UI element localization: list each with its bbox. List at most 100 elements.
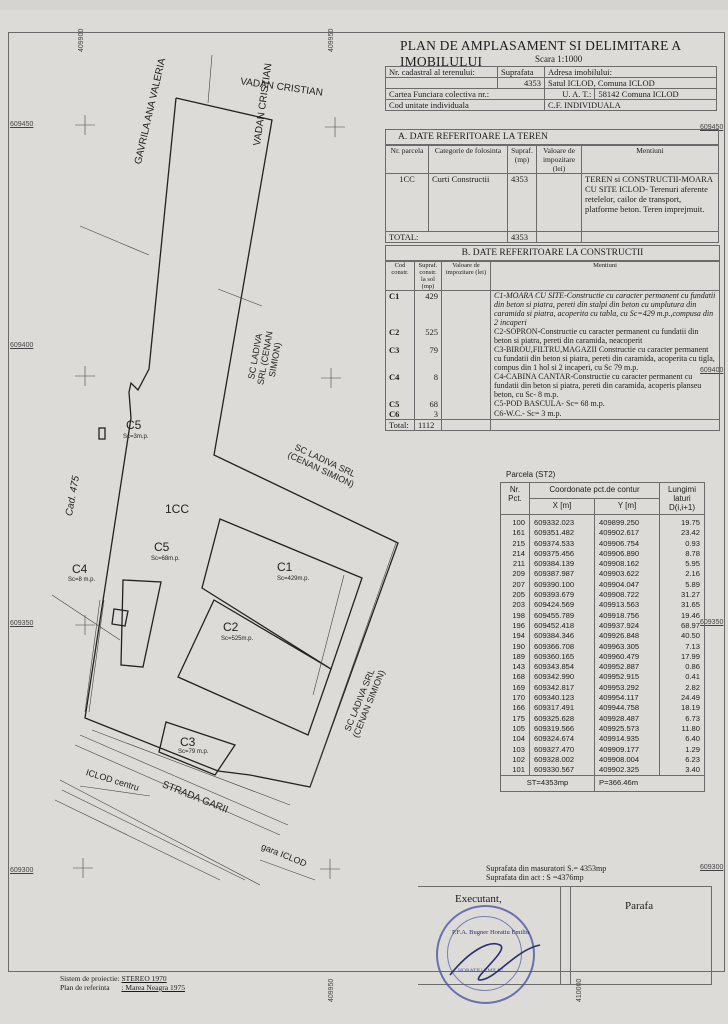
building-code: C5 (154, 540, 170, 554)
y-coordinate: 409906.754 (594, 538, 660, 549)
act-surface: Suprafata din act : S =4376mp (486, 873, 584, 882)
construction-code: C1 (386, 290, 415, 327)
x-coordinate: 609384.139 (529, 559, 595, 570)
construction-remarks: C4-CABINA CANTAR-Constructie cu caracter… (490, 372, 719, 399)
side-length: 1.29 (659, 744, 705, 755)
y-coordinate: 409908.722 (594, 590, 660, 601)
point-number: 101 (500, 765, 530, 776)
y-coordinate: 409904.047 (594, 579, 660, 591)
side-length: 7.13 (659, 641, 705, 652)
signature-icon (449, 943, 541, 981)
point-number: 175 (500, 713, 530, 724)
col-header: Supraf. (mp) (507, 145, 537, 174)
total-value: 4353 (507, 231, 537, 242)
y-coordinate: 409937.924 (594, 620, 660, 632)
constructions-section: B. DATE REFERITOARE LA CONSTRUCTII Cod c… (385, 245, 720, 431)
y-coordinate: 409908.004 (594, 754, 660, 766)
y-coordinate: 409914.935 (594, 734, 660, 745)
col-header: Supraf. constr. la sol (mp) (414, 261, 442, 291)
building-area: Sc=68m.p. (151, 556, 180, 562)
address-label: Adresa imobilului: (544, 66, 717, 78)
y-coordinate: 409960.479 (594, 651, 660, 663)
point-number: 198 (500, 610, 530, 621)
y-coordinate: 409909.177 (594, 744, 660, 755)
y-coordinate: 409902.325 (594, 765, 660, 776)
parafa-box (560, 886, 712, 985)
side-length: 19.46 (659, 610, 705, 621)
x-coordinate: 609452.418 (529, 620, 595, 632)
point-number: 194 (500, 631, 530, 642)
side-length: 6.23 (659, 754, 705, 766)
col-header: Valoare de impozitare (lei) (536, 145, 582, 174)
y-coordinate: 409952.915 (594, 672, 660, 683)
y-coordinate: 409926.848 (594, 631, 660, 642)
y-coordinate: 409906.890 (594, 548, 660, 560)
x-coordinate: 609327.470 (529, 744, 595, 755)
parcel-table-caption: Parcela (ST2) (506, 470, 556, 479)
area-label: Suprafata (497, 66, 545, 78)
stamp-name: P.F.A. Bugner Horatiu Emiliu (452, 929, 530, 936)
x-coordinate: 609390.100 (529, 579, 595, 591)
col-header: Valoare de impozitare (lei) (441, 261, 491, 291)
point-number: 168 (500, 672, 530, 683)
uat-label: U. A. T.: (543, 88, 596, 100)
x-coordinate: 609360.165 (529, 651, 595, 663)
construction-remarks: C3-BIROU,FILTRU,MAGAZII Constructie cu c… (490, 345, 719, 372)
land-book-label: Cartea Funciara colectiva nr.: (385, 88, 545, 100)
construction-area: 79 (414, 345, 442, 372)
side-length: 31.65 (659, 600, 705, 611)
side-length: 8.78 (659, 548, 705, 560)
construction-code: C3 (386, 345, 415, 372)
side-length: 68.97 (659, 620, 705, 632)
x-coordinate: 609351.482 (529, 528, 595, 539)
grid-x-label: 609450 (10, 121, 34, 128)
point-number: 215 (500, 538, 530, 549)
building-area: Sc=525m.p. (221, 636, 254, 642)
point-number: 209 (500, 569, 530, 580)
point-number: 143 (500, 662, 530, 673)
area-value: 4353 (497, 77, 545, 89)
scale-label: Scara 1:1000 (535, 54, 583, 64)
construction-area: 525 (414, 327, 442, 345)
building-code: C5 (126, 418, 142, 432)
grid-x-label: 609300 (10, 867, 34, 874)
side-length: 2.16 (659, 569, 705, 580)
building-area: Sc=8 m.p. (68, 577, 96, 583)
side-length: 6.40 (659, 734, 705, 745)
point-number: 170 (500, 693, 530, 704)
projection-system-label: Sistem de proiectie: (60, 974, 120, 983)
parcel-coordinates-table: Nr. Pct. Coordonate pct.de contur Lungim… (500, 482, 705, 792)
building-code: C2 (223, 620, 239, 634)
col-header: Coordonate pct.de contur (529, 482, 660, 499)
construction-area: 3 (414, 409, 442, 420)
x-coordinate: 609319.566 (529, 723, 595, 735)
y-coordinate: 409908.162 (594, 559, 660, 570)
construction-remarks: C5-POD BASCULA- Sc= 68 m.p. (490, 399, 719, 409)
side-length: 24.49 (659, 693, 705, 704)
y-coordinate: 409899.250 (594, 514, 660, 529)
y-coordinate: 409963.305 (594, 641, 660, 652)
reference-plane-value: : Marea Neagra 1975 (121, 983, 185, 992)
point-number: 100 (500, 514, 530, 529)
grid-x-label: 609450 (700, 124, 724, 131)
land-data-table: Nr. parcela Categorie de folosinta Supra… (386, 145, 718, 242)
section-b-heading: B. DATE REFERITOARE LA CONSTRUCTII (386, 246, 719, 261)
side-length: 2.82 (659, 682, 705, 694)
